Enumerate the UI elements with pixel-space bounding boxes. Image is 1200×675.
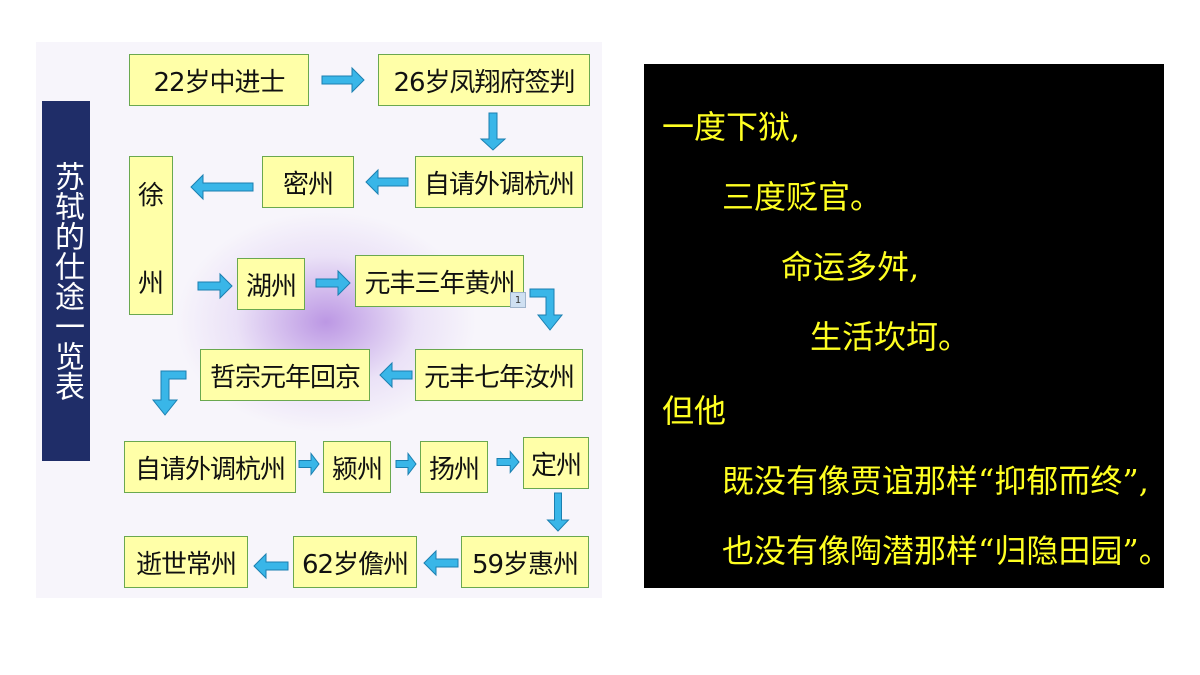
arrow-hangzhou2-to-yingzhou [298, 452, 320, 476]
arrow-fengxiang-to-hangzhou [479, 112, 507, 151]
arrow-huijing-to-hangzhou2 [151, 370, 187, 416]
node-danzhou: 62岁儋州 [293, 536, 417, 588]
passage-line-7: 也没有像陶潜那样“归隐田园”。 [722, 532, 1171, 570]
arrow-jinshi-to-fengxiang [321, 66, 365, 94]
node-hangzhou-2: 自请外调杭州 [124, 441, 296, 493]
diagram-title: 苏轼的仕途一览表 [42, 101, 90, 461]
slide-marker: 1 [510, 292, 526, 308]
node-ruzhou: 元丰七年汝州 [415, 349, 583, 401]
node-xuzhou-char-2: 州 [137, 269, 164, 299]
node-mizhou: 密州 [262, 156, 354, 208]
arrow-yangzhou-to-dingzhou [496, 450, 520, 474]
arrow-huizhou-to-danzhou [423, 549, 459, 577]
arrow-hangzhou-to-mizhou [365, 168, 409, 196]
passage-line-5: 但他 [662, 392, 727, 430]
node-huizhou: 59岁惠州 [461, 536, 589, 588]
arrow-dingzhou-to-huizhou [546, 492, 570, 532]
passage-line-4: 生活坎坷。 [810, 318, 971, 356]
node-xuzhou: 徐 州 [129, 156, 173, 315]
passage-line-2: 三度贬官。 [722, 178, 883, 216]
node-hangzhou-1: 自请外调杭州 [415, 156, 583, 208]
arrow-mizhou-to-xuzhou [190, 173, 254, 201]
node-xuzhou-char-1: 徐 [137, 181, 164, 211]
career-diagram-panel [36, 42, 602, 598]
arrow-huangzhou-to-ruzhou [529, 288, 564, 331]
passage-line-1: 一度下狱, [662, 108, 801, 146]
passage-line-6: 既没有像贾谊那样“抑郁而终”, [722, 462, 1149, 500]
node-huangzhou: 元丰三年黄州 [355, 255, 524, 307]
arrow-yingzhou-to-yangzhou [395, 452, 417, 476]
node-huzhou: 湖州 [237, 258, 305, 310]
node-dingzhou: 定州 [523, 437, 589, 489]
arrow-xuzhou-to-huzhou [197, 272, 233, 300]
passage-line-3: 命运多舛, [781, 248, 920, 286]
node-jinshi: 22岁中进士 [129, 54, 309, 106]
node-changzhou: 逝世常州 [124, 536, 248, 588]
arrow-ruzhou-to-huijing [379, 361, 413, 389]
node-huijing: 哲宗元年回京 [200, 349, 370, 401]
node-yingzhou: 颍州 [323, 441, 391, 493]
arrow-huzhou-to-huangzhou [315, 269, 351, 297]
node-fengxiang: 26岁凤翔府签判 [378, 54, 590, 106]
commentary-panel [644, 64, 1164, 588]
arrow-danzhou-to-changzhou [253, 552, 289, 580]
node-yangzhou: 扬州 [420, 441, 488, 493]
